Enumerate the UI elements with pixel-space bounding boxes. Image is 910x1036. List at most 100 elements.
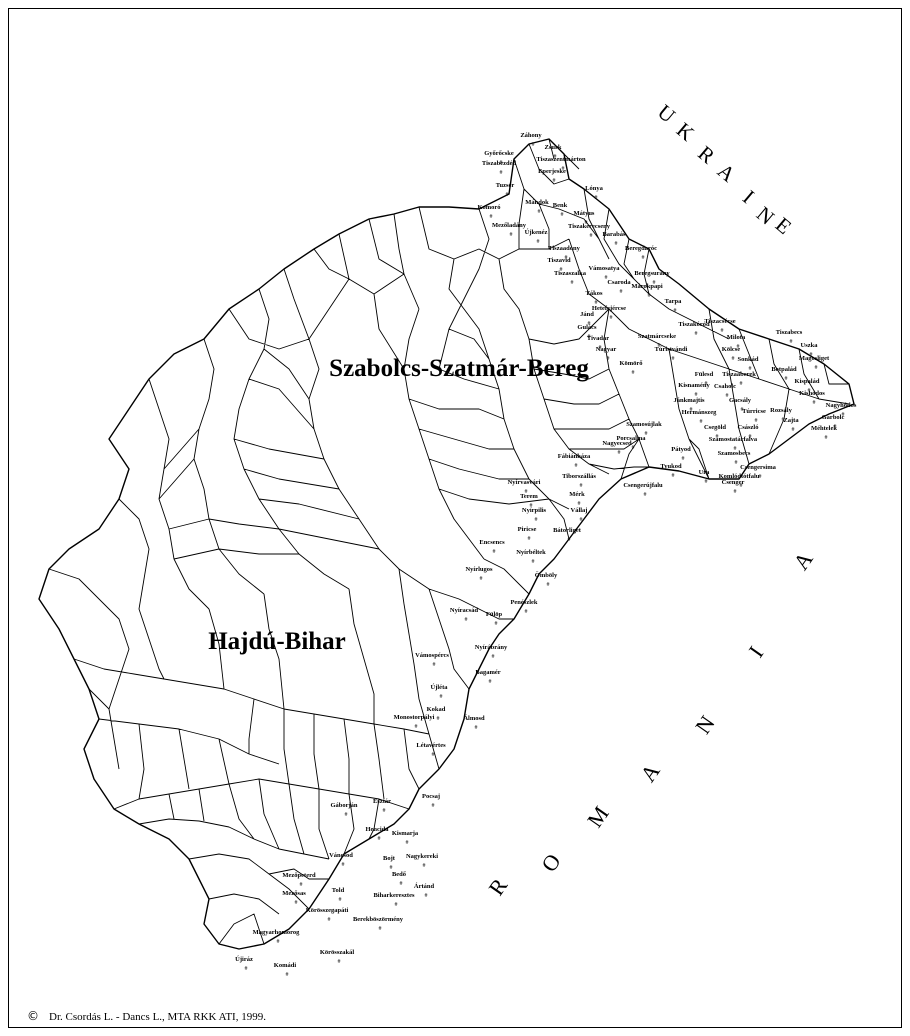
settlement-marker: # [749, 434, 752, 440]
municipality-name: Császló [738, 424, 759, 431]
municipality-label: Milota# [727, 334, 746, 350]
settlement-marker: # [553, 178, 556, 184]
municipality-label: Komádi # [274, 962, 297, 978]
municipality-label: Botpalád# [771, 366, 797, 382]
settlement-marker: # [423, 863, 426, 869]
municipality-label: Tivadar# [587, 335, 609, 351]
municipality-label: Kisnamény# [678, 382, 710, 398]
settlement-marker: # [395, 902, 398, 908]
settlement-marker: # [672, 356, 675, 362]
municipality-name: Méhtelek [811, 425, 837, 432]
settlement-marker: # [525, 489, 528, 495]
settlement-marker: # [672, 473, 675, 479]
settlement-marker: # [648, 293, 651, 299]
municipality-name: Záhony [520, 132, 542, 139]
municipality-name: Tyukod [660, 463, 682, 470]
municipality-name: Csengersima [740, 464, 776, 471]
municipality-name: Mándok [525, 199, 549, 206]
country-ukraine-letter: K [672, 118, 699, 146]
country-ukraine-letter: A [713, 159, 741, 188]
municipality-name: Kispalád [795, 378, 820, 385]
settlement-marker: # [528, 536, 531, 542]
country-romania-letter: I [744, 642, 769, 662]
municipality-label: Kölcse# [722, 346, 741, 362]
municipality-name: Tuzsér [496, 182, 515, 189]
municipality-label: Terem# [520, 493, 538, 509]
country-ukraine-letter: U [653, 100, 680, 128]
settlement-marker: # [560, 267, 563, 273]
country-romania-letter: M [582, 802, 614, 832]
municipality-label: Sonkád# [738, 356, 759, 372]
municipality-name: Komádi [274, 962, 297, 969]
settlement-marker: # [339, 897, 342, 903]
settlement-marker: # [721, 328, 724, 334]
municipality-name: Berekböszörmény [353, 916, 404, 923]
municipality-name: Fülöp [486, 611, 503, 618]
country-ukraine-letter: R [693, 141, 719, 168]
municipality-label: Tiszavid # [547, 257, 571, 273]
municipality-name: Nyírvasvári [508, 479, 541, 486]
municipality-label: Told# [332, 887, 345, 903]
municipality-label: Nagyar# [596, 346, 617, 362]
municipality-name: Garbolc [822, 414, 845, 421]
municipality-name: Mátyus [574, 210, 595, 217]
municipality-label: Tiszabezdéd# [482, 160, 517, 176]
municipality-name: Mezősas [282, 890, 306, 897]
municipality-name: Terem [520, 493, 538, 500]
municipality-name: Túrricse [742, 408, 766, 415]
municipality-label: Magyarhomorog# [253, 929, 301, 945]
settlement-marker: # [400, 881, 403, 887]
settlement-marker: # [653, 280, 656, 286]
municipality-name: Körösszegapáti [306, 907, 349, 914]
municipality-label: Pátyod# [671, 446, 691, 462]
settlement-marker: # [734, 489, 737, 495]
settlement-marker: # [610, 315, 613, 321]
municipality-name: Biharkeresztes [373, 892, 415, 899]
settlement-marker: # [432, 752, 435, 758]
settlement-marker: # [562, 166, 565, 172]
settlement-marker: # [620, 289, 623, 295]
settlement-marker: # [785, 376, 788, 382]
settlement-marker: # [406, 840, 409, 846]
municipality-name: Mezőladány [492, 222, 527, 229]
municipality-name: Hetefejércse [592, 305, 626, 312]
municipality-name: Milota [727, 334, 746, 341]
municipality-name: Újléta [431, 683, 449, 691]
municipality-label: Bagamér# [475, 669, 500, 685]
municipality-name: Gacsály [729, 397, 752, 404]
municipality-name: Pocsaj [422, 793, 440, 800]
country-romania-letter: R [483, 873, 512, 900]
municipality-name: Tiszavid [547, 257, 571, 264]
settlement-marker: # [792, 427, 795, 433]
municipality-name: Tiszakóród [678, 321, 710, 328]
municipality-label: Csengersima# [740, 464, 776, 480]
municipality-label: Bedő# [392, 871, 407, 887]
municipality-name: Álmosd [463, 714, 485, 722]
municipality-label: Bátorliget# [553, 527, 582, 543]
municipality-label: Mérk# [569, 491, 585, 507]
settlement-marker: # [277, 939, 280, 945]
municipality-name: Sonkád [738, 356, 759, 363]
municipality-name: Bátorliget [553, 527, 582, 534]
municipality-label: Lónya# [585, 185, 603, 201]
municipality-name: Hencida [365, 826, 389, 833]
municipality-name: Tiszacsécse [704, 318, 735, 325]
settlement-marker: # [815, 365, 818, 371]
municipality-label: Magosliget# [799, 355, 830, 371]
municipality-label: Váncsod# [329, 852, 353, 868]
municipality-label: Márokpapi# [631, 283, 662, 299]
municipality-label: Barabás# [602, 231, 626, 247]
municipality-label: Tiszakerecseny# [568, 223, 611, 239]
municipality-name: Komlódtótfalu [719, 473, 760, 480]
settlement-marker: # [286, 972, 289, 978]
settlement-marker: # [732, 356, 735, 362]
municipality-name: Újkenéz [525, 228, 548, 236]
municipality-label: Rozsály# [770, 407, 792, 423]
settlement-marker: # [695, 331, 698, 337]
municipality-label: Biharkeresztes # [373, 892, 415, 908]
municipality-name: Piricse [518, 526, 537, 533]
settlement-marker: # [595, 300, 598, 306]
municipality-label: Monostorpályi# [394, 714, 435, 730]
municipality-label: Mezőladány# [492, 222, 527, 238]
